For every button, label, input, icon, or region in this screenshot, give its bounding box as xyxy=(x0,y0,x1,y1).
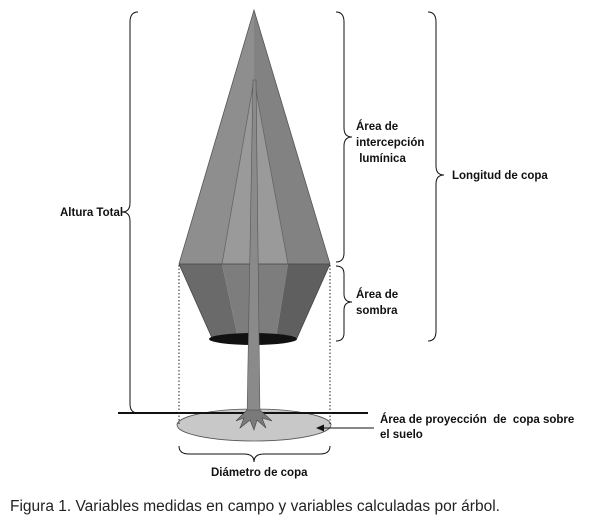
crown-inner-edge-right xyxy=(253,79,289,265)
brace-area-intercepcion xyxy=(335,11,353,263)
label-area-proyeccion-line2: el suelo xyxy=(380,429,423,441)
label-area-proyeccion-line1: Área de proyección de copa sobre xyxy=(380,413,574,426)
brace-longitud-copa xyxy=(427,11,445,342)
crown-upper-outline xyxy=(178,8,331,265)
label-area-sombra-line1: Área de xyxy=(356,288,398,301)
projection-arrowhead xyxy=(316,424,324,432)
crown-lower-right-face xyxy=(276,264,330,338)
tree-roots xyxy=(235,409,273,431)
label-area-intercepcion-line1: Área de xyxy=(356,120,398,133)
label-area-intercepcion-line2: intercepción xyxy=(356,137,424,149)
brace-altura-total xyxy=(121,11,139,414)
label-longitud-copa: Longitud de copa xyxy=(452,170,548,182)
figure-caption: Figura 1. Variables medidas en campo y v… xyxy=(10,498,500,515)
crown-lower-left-face xyxy=(179,264,238,338)
brace-diametro-copa xyxy=(178,445,331,463)
label-diametro-copa: Diámetro de copa xyxy=(211,467,308,479)
crown-inner-edge-left xyxy=(221,79,255,265)
label-area-intercepcion-line3: lumínica xyxy=(356,153,406,165)
label-area-sombra-line2: sombra xyxy=(356,305,398,317)
label-altura-total: Altura Total xyxy=(60,207,123,219)
brace-area-sombra xyxy=(335,265,353,342)
